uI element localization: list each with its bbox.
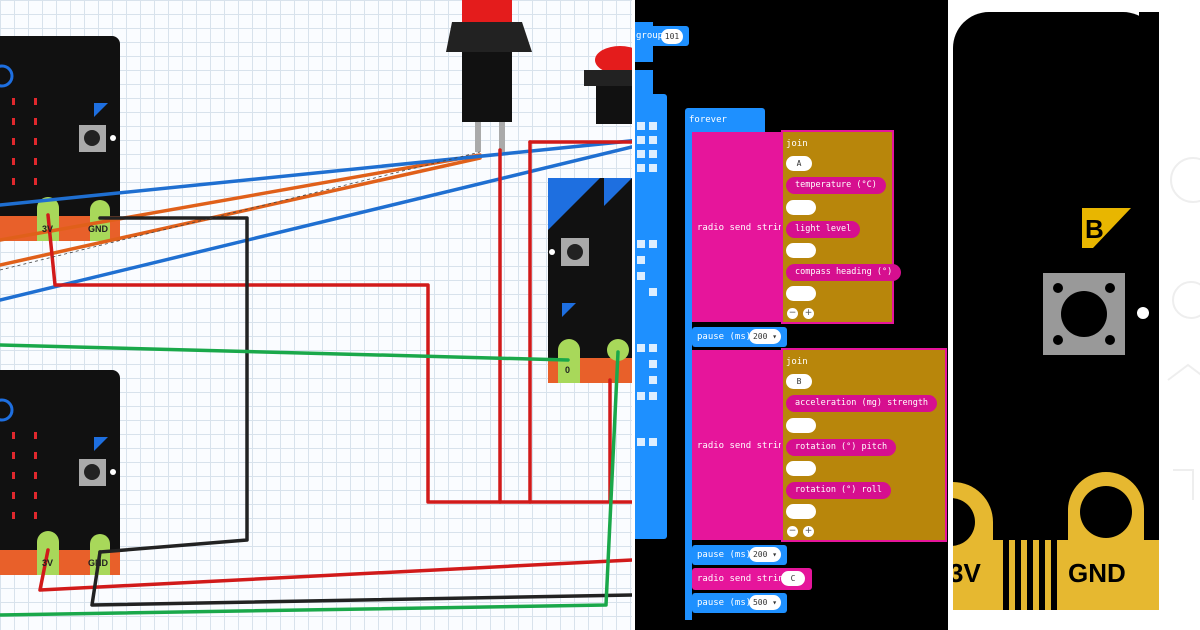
microbit-zoom-illustration: B 3V GND bbox=[953, 12, 1200, 610]
wire-blue-2 bbox=[0, 145, 632, 302]
radio-send-string-block-1[interactable]: radio send string bbox=[692, 132, 789, 322]
join-label-1: join bbox=[786, 139, 808, 149]
pin-label-gnd-top: GND bbox=[88, 224, 109, 234]
microbit-zoom: B 3V GND bbox=[953, 0, 1200, 630]
join1-item-4[interactable] bbox=[786, 243, 816, 258]
join2-item-6[interactable] bbox=[786, 504, 816, 519]
microbit-board-bottom bbox=[0, 370, 120, 575]
join1-item-6[interactable] bbox=[786, 286, 816, 301]
plus-button-1[interactable]: + bbox=[803, 308, 814, 319]
pause-block-2[interactable]: pause (ms) 200 ▾ bbox=[692, 545, 787, 565]
join1-item-3[interactable]: light level bbox=[786, 221, 861, 238]
join-block-2[interactable]: join B acceleration (mg) strength rotati… bbox=[781, 348, 947, 542]
plus-button-2[interactable]: + bbox=[803, 526, 814, 537]
join2-item-0[interactable]: B bbox=[786, 374, 812, 389]
pause-value-2-text: 200 bbox=[752, 550, 768, 559]
send-string-label-2: radio send string bbox=[697, 441, 790, 451]
push-button-1 bbox=[446, 0, 532, 152]
pause-value-3-text: 500 bbox=[752, 598, 768, 607]
pin-gnd-label: GND bbox=[1068, 558, 1126, 588]
microbit-board-right bbox=[548, 178, 632, 383]
push-button-2 bbox=[584, 46, 632, 124]
pin-label-gnd-bottom: GND bbox=[88, 558, 109, 568]
wire-green-top bbox=[0, 343, 570, 362]
partial-block bbox=[635, 70, 653, 100]
pause-block-3[interactable]: pause (ms) 500 ▾ bbox=[692, 593, 787, 613]
wire-black-top bbox=[98, 216, 249, 554]
pin-3v-label: 3V bbox=[953, 558, 981, 588]
pause-label-2: pause (ms) bbox=[697, 550, 752, 560]
minus-button-1[interactable]: − bbox=[787, 308, 798, 319]
forever-block[interactable]: forever bbox=[685, 108, 765, 132]
pause-value-2[interactable]: 200 ▾ bbox=[749, 547, 781, 562]
join1-item-2[interactable] bbox=[786, 200, 816, 215]
radio-send-string-block-3[interactable]: radio send string C bbox=[692, 568, 812, 590]
pin-label-5v-bottom: 3V bbox=[42, 558, 53, 568]
separator bbox=[632, 0, 635, 630]
send-string-label-1: radio send string bbox=[697, 223, 790, 233]
pin-label-0-right: 0 bbox=[565, 365, 570, 375]
wire-black-bottom bbox=[90, 550, 632, 607]
pause-value-1[interactable]: 200 ▾ bbox=[749, 329, 781, 344]
wire-green-right bbox=[0, 350, 620, 617]
wire-orange-1 bbox=[0, 153, 482, 242]
forever-arm bbox=[685, 130, 692, 620]
microbit-board-top bbox=[0, 36, 120, 241]
pause-value-3[interactable]: 500 ▾ bbox=[749, 595, 781, 610]
pause-block-1[interactable]: pause (ms) 200 ▾ bbox=[692, 327, 787, 347]
join2-item-1[interactable]: acceleration (mg) strength bbox=[786, 395, 938, 412]
join-block-1[interactable]: join A temperature (°C) light level comp… bbox=[781, 130, 902, 324]
wire-red-bottom bbox=[38, 548, 632, 592]
circuit-diagram: 3V GND 3V GND 0 bbox=[0, 0, 632, 617]
join2-item-4[interactable] bbox=[786, 461, 816, 476]
circuit-canvas[interactable]: 3V GND 3V GND 0 bbox=[0, 0, 632, 630]
group-label: group bbox=[636, 31, 664, 41]
wire-blue-1 bbox=[0, 139, 632, 207]
join1-item-0[interactable]: A bbox=[786, 156, 812, 171]
pause-label-3: pause (ms) bbox=[697, 598, 752, 608]
blocks-editor[interactable]: group 101 forever radio send string join… bbox=[635, 0, 948, 630]
join-label-2: join bbox=[786, 357, 808, 367]
b-button-marker bbox=[1082, 208, 1131, 248]
radio-send-string-block-2[interactable]: radio send string bbox=[692, 350, 789, 540]
minus-button-2[interactable]: − bbox=[787, 526, 798, 537]
send-string-label-3: radio send string bbox=[697, 574, 790, 584]
b-button-label: B bbox=[1085, 214, 1104, 244]
group-block[interactable]: group 101 bbox=[635, 26, 689, 46]
separator-2 bbox=[948, 0, 953, 630]
partial-led-grid bbox=[637, 122, 657, 446]
forever-label: forever bbox=[689, 115, 727, 125]
pause-label-1: pause (ms) bbox=[697, 332, 752, 342]
pin-label-5v-top: 3V bbox=[42, 224, 53, 234]
join2-item-2[interactable] bbox=[786, 418, 816, 433]
join2-item-3[interactable]: rotation (°) pitch bbox=[786, 439, 897, 456]
wire-red-main bbox=[46, 213, 632, 504]
join2-item-5[interactable]: rotation (°) roll bbox=[786, 482, 891, 499]
group-value[interactable]: 101 bbox=[661, 29, 683, 44]
send-string-value-c[interactable]: C bbox=[781, 571, 805, 586]
wire-orange-2 bbox=[0, 156, 482, 267]
join1-item-1[interactable]: temperature (°C) bbox=[786, 177, 886, 194]
pause-value-1-text: 200 bbox=[752, 332, 768, 341]
join1-item-5[interactable]: compass heading (°) bbox=[786, 264, 902, 281]
